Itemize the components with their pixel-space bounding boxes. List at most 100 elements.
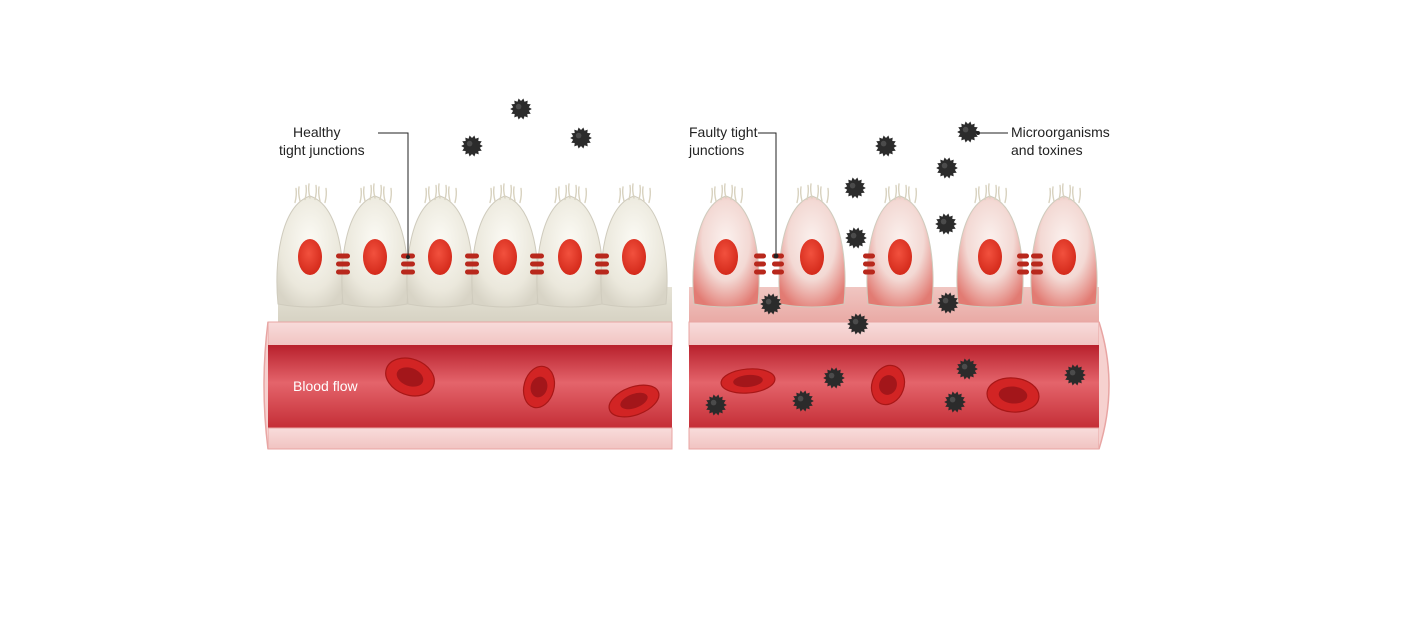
microbe: [760, 293, 782, 315]
tight-junction: [863, 253, 875, 275]
microbe-highlight: [828, 372, 835, 379]
microbe: [936, 157, 958, 179]
microvillus: [894, 184, 898, 201]
microvillus: [584, 187, 588, 204]
vessel-top-wall: [688, 321, 1100, 347]
microbe-spikes: [1064, 364, 1086, 386]
vessel-top-wall: [267, 321, 673, 347]
epithelial-cell: [536, 183, 604, 308]
microvillus: [1051, 186, 1055, 202]
microvillus: [994, 184, 998, 201]
cell-nucleus: [978, 239, 1002, 275]
microbe: [956, 358, 978, 380]
microvillus: [648, 187, 652, 204]
microbe-highlight: [850, 232, 857, 239]
faulty-label-line2: junctions: [688, 142, 744, 158]
microvillus: [297, 186, 301, 202]
microvillus: [819, 186, 823, 202]
microvillus: [362, 186, 366, 202]
junction-strand: [465, 261, 479, 267]
microvillus: [317, 186, 321, 202]
red-blood-cell: [385, 357, 435, 397]
cell-nucleus: [622, 239, 646, 275]
microbe-highlight: [849, 182, 856, 189]
epithelial-cell: [341, 183, 409, 308]
tight-junction: [754, 253, 766, 275]
leader-lines: [378, 131, 1008, 259]
junction-strand: [863, 261, 875, 267]
microbe: [847, 313, 869, 335]
microbe-highlight: [710, 399, 717, 406]
microbe: [510, 98, 532, 120]
epithelial-cell: [956, 183, 1024, 308]
microbe-spikes: [792, 390, 814, 412]
microvillus: [713, 186, 717, 202]
microbe: [937, 292, 959, 314]
epithelial-cell: [692, 183, 760, 308]
microbe-spikes: [760, 293, 782, 315]
rbc-center: [396, 367, 424, 387]
junction-strand: [1017, 261, 1029, 267]
epithelial-cell: [866, 183, 934, 308]
microvillus: [492, 186, 496, 202]
vessel-lumen: [268, 345, 672, 429]
microvillus: [424, 187, 428, 204]
junction-strand: [754, 261, 766, 267]
vessel-cut-end: [263, 321, 269, 450]
microvillus: [564, 184, 568, 201]
cell-nucleus: [298, 239, 322, 275]
microvillus: [720, 184, 724, 201]
epithelial-cells: [276, 183, 1098, 308]
microbes: [461, 98, 1086, 416]
microbe-highlight: [962, 126, 969, 133]
vessel-bottom-wall: [688, 427, 1100, 450]
microvillus: [799, 186, 803, 202]
microvillus: [816, 184, 820, 201]
vessel-bottom-wall: [267, 427, 673, 450]
microvillus: [427, 186, 431, 202]
microvillus: [554, 187, 558, 204]
junction-strand: [1017, 269, 1029, 275]
microvillus: [631, 183, 635, 199]
red-blood-cell: [870, 364, 906, 406]
microvillus: [809, 183, 813, 199]
microbe-highlight: [575, 132, 582, 139]
microvillus: [1078, 187, 1082, 204]
microvillus: [723, 183, 727, 199]
microbe-spikes: [705, 394, 727, 416]
microvillus: [740, 187, 744, 204]
rbc-center: [998, 386, 1028, 404]
rbc-center: [733, 374, 763, 388]
vessel-cut-end: [1098, 321, 1110, 450]
rbc-center: [879, 375, 897, 395]
microvillus: [977, 186, 981, 202]
microvillus: [577, 186, 581, 202]
microvillus: [567, 183, 571, 199]
red-blood-cell: [720, 368, 776, 394]
microvillus: [621, 186, 625, 202]
epithelial-cell: [600, 183, 668, 308]
microvillus: [914, 187, 918, 204]
microvillus: [304, 184, 308, 201]
blood-flow-label: Blood flow: [293, 378, 358, 394]
microbe-spikes: [956, 358, 978, 380]
junction-strand: [336, 261, 350, 267]
junction-strand: [465, 269, 479, 275]
junction-strand: [530, 261, 544, 267]
microbe-highlight: [797, 395, 804, 402]
microvillus: [796, 187, 800, 204]
microvillus: [294, 187, 298, 204]
cell-nucleus: [558, 239, 582, 275]
junction-strand: [1031, 261, 1043, 267]
microbe-highlight: [1069, 369, 1076, 376]
epithelial-cell: [406, 183, 474, 308]
microbes-leader-dot: [976, 131, 980, 135]
microvillus: [499, 184, 503, 201]
microvillus: [382, 186, 386, 202]
microbe-spikes: [944, 391, 966, 413]
microbe: [944, 391, 966, 413]
microvillus: [628, 184, 632, 201]
junction-strand: [863, 253, 875, 259]
tight-junction: [530, 253, 544, 275]
